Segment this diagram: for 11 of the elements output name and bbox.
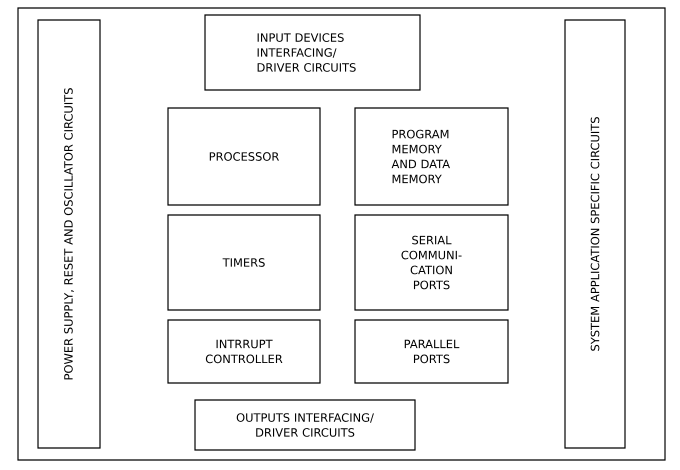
block-box: PARALLEL PORTS <box>354 319 509 384</box>
block-box: TIMERS <box>167 214 321 311</box>
vertical-band: POWER SUPPLY, RESET AND OSCILLATOR CIRCUITS <box>37 19 101 449</box>
outer-frame <box>17 7 666 461</box>
block-box: PROGRAM MEMORY AND DATA MEMORY <box>354 107 509 206</box>
block-box: OUTPUTS INTERFACING/ DRIVER CIRCUITS <box>194 399 416 451</box>
block-box: INPUT DEVICES INTERFACING/ DRIVER CIRCUITS <box>204 14 421 91</box>
block-box: PROCESSOR <box>167 107 321 206</box>
block-box: SERIAL COMMUNI- CATION PORTS <box>354 214 509 311</box>
block-box: INTRRUPT CONTROLLER <box>167 319 321 384</box>
vertical-band: SYSTEM APPLICATION SPECIFIC CIRCUITS <box>564 19 626 449</box>
